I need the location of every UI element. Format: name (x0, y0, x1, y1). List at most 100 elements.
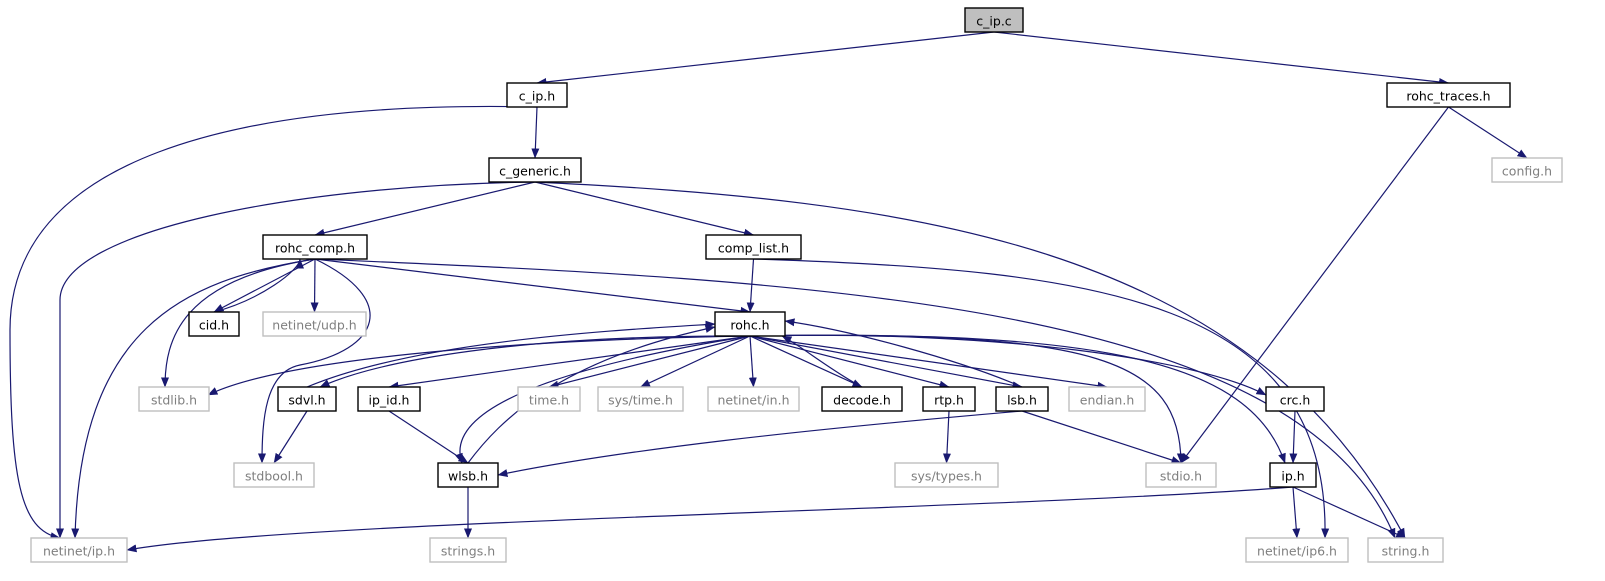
node-label: lsb.h (1007, 393, 1037, 408)
edge-rohc-h-to-endian-h (749, 335, 1108, 390)
edge-comp-list-h-to-rohc-h (746, 258, 755, 313)
node-c-generic-h[interactable]: c_generic.h (488, 157, 582, 183)
node-box (821, 386, 903, 412)
node-label: stdlib.h (151, 393, 197, 408)
node-sys-types-h: sys/types.h (894, 462, 999, 488)
node-rtp-h[interactable]: rtp.h (922, 386, 976, 412)
edge-cid-h-to-rohc-comp-h (213, 258, 304, 313)
node-box (894, 462, 999, 488)
node-decode-h[interactable]: decode.h (821, 386, 903, 412)
node-box (488, 157, 582, 183)
node-label: sys/types.h (911, 469, 982, 484)
node-sys-time-h: sys/time.h (597, 386, 684, 412)
node-label: rohc_traces.h (1406, 89, 1490, 104)
node-label: comp_list.h (718, 241, 789, 256)
node-c-ip-c[interactable]: c_ip.c (964, 7, 1024, 33)
node-box (995, 386, 1049, 412)
node-box (1491, 157, 1563, 183)
node-label: config.h (1502, 164, 1552, 179)
node-label: netinet/ip6.h (1257, 544, 1337, 559)
node-strings-h: strings.h (429, 537, 507, 563)
node-label: string.h (1382, 544, 1430, 559)
edge-rohc-comp-h-to-rohc-h (314, 258, 751, 315)
node-label: ip.h (1281, 469, 1304, 484)
node-box (233, 462, 315, 488)
node-box (262, 311, 367, 337)
nodes-layer: c_ip.c c_ip.h rohc_traces.h config.h c_gener… (30, 7, 1563, 563)
node-wlsb-h[interactable]: wlsb.h (437, 462, 499, 488)
node-lsb-h[interactable]: lsb.h (995, 386, 1049, 412)
node-label: time.h (529, 393, 569, 408)
node-ip-h[interactable]: ip.h (1269, 462, 1317, 488)
node-rohc-traces-h[interactable]: rohc_traces.h (1386, 82, 1511, 108)
edge-rohc-traces-h-to-stdio-h (1180, 106, 1449, 464)
node-crc-h[interactable]: crc.h (1265, 386, 1325, 412)
node-cid-h[interactable]: cid.h (188, 311, 240, 337)
node-netinet-udp-h: netinet/udp.h (262, 311, 367, 337)
edge-rohc-h-to-wlsb-h (455, 335, 751, 464)
edge-rohc-h-to-netinet-in-h (748, 335, 757, 388)
edge-ip-h-to-netinet-ip-h (126, 486, 1294, 553)
node-label: c_generic.h (499, 164, 571, 179)
edge-rohc-h-to-sdvl-h (319, 335, 751, 388)
node-time-h: time.h (517, 386, 581, 412)
node-label: rohc.h (730, 318, 769, 333)
node-box (30, 537, 128, 563)
node-label: netinet/udp.h (272, 318, 356, 333)
node-label: rtp.h (934, 393, 964, 408)
edge-rohc-h-to-lsb-h (749, 335, 1023, 390)
node-box (506, 82, 568, 108)
edge-c-generic-h-to-string-h (534, 181, 1406, 539)
node-box (1386, 82, 1511, 108)
node-label: sdvl.h (288, 393, 325, 408)
node-netinet-ip6-h: netinet/ip6.h (1245, 537, 1349, 563)
node-box (1245, 537, 1349, 563)
node-rohc-comp-h[interactable]: rohc_comp.h (262, 234, 368, 260)
node-stdlib-h: stdlib.h (138, 386, 210, 412)
edge-sdvl-h-to-rohc-h (306, 320, 716, 388)
node-netinet-in-h: netinet/in.h (707, 386, 800, 412)
node-label: stdio.h (1160, 469, 1202, 484)
node-box (437, 462, 499, 488)
edge-c-ip-c-to-rohc-traces-h (993, 31, 1449, 86)
node-label: crc.h (1280, 393, 1311, 408)
node-box (707, 386, 800, 412)
node-label: c_ip.c (976, 14, 1012, 29)
node-box (1068, 386, 1146, 412)
node-label: netinet/ip.h (43, 544, 115, 559)
node-box (262, 234, 368, 260)
node-rohc-h[interactable]: rohc.h (714, 311, 786, 337)
edge-c-ip-h-to-c-generic-h (531, 106, 540, 159)
edge-ip-h-to-string-h (1292, 486, 1406, 539)
edge-crc-h-to-ip-h (1289, 410, 1298, 464)
node-box (964, 7, 1024, 33)
node-stdbool-h: stdbool.h (233, 462, 315, 488)
edge-rohc-comp-h-to-string-h (314, 258, 1396, 539)
node-box (429, 537, 507, 563)
node-ip-id-h[interactable]: ip_id.h (357, 386, 421, 412)
node-label: cid.h (199, 318, 229, 333)
node-label: strings.h (441, 544, 495, 559)
node-box (922, 386, 976, 412)
node-label: sys/time.h (608, 393, 673, 408)
edge-rohc-comp-h-to-netinet-udp-h (310, 258, 319, 313)
node-label: ip_id.h (369, 393, 410, 408)
edge-c-generic-h-to-rohc-comp-h (314, 181, 536, 237)
edge-lsb-h-to-stdio-h (1021, 410, 1182, 464)
node-stdio-h: stdio.h (1145, 462, 1217, 488)
edge-rtp-h-to-sys-types-h (942, 410, 951, 464)
edge-rohc-comp-h-to-netinet-ip-h (71, 258, 316, 539)
edge-sdvl-h-to-stdbool-h (273, 410, 308, 464)
node-sdvl-h[interactable]: sdvl.h (277, 386, 337, 412)
edge-comp-list-h-to-netinet-ip6-h (753, 258, 1330, 539)
edge-c-ip-c-to-c-ip-h (536, 31, 995, 86)
node-label: endian.h (1080, 393, 1135, 408)
node-box (138, 386, 210, 412)
edge-c-ip-h-to-netinet-ip-h (9, 105, 538, 541)
node-comp-list-h[interactable]: comp_list.h (705, 234, 802, 260)
edge-lsb-h-to-rohc-h (784, 318, 1023, 388)
node-label: rohc_comp.h (275, 241, 355, 256)
node-c-ip-h[interactable]: c_ip.h (506, 82, 568, 108)
edge-c-generic-h-to-comp-list-h (534, 181, 754, 237)
